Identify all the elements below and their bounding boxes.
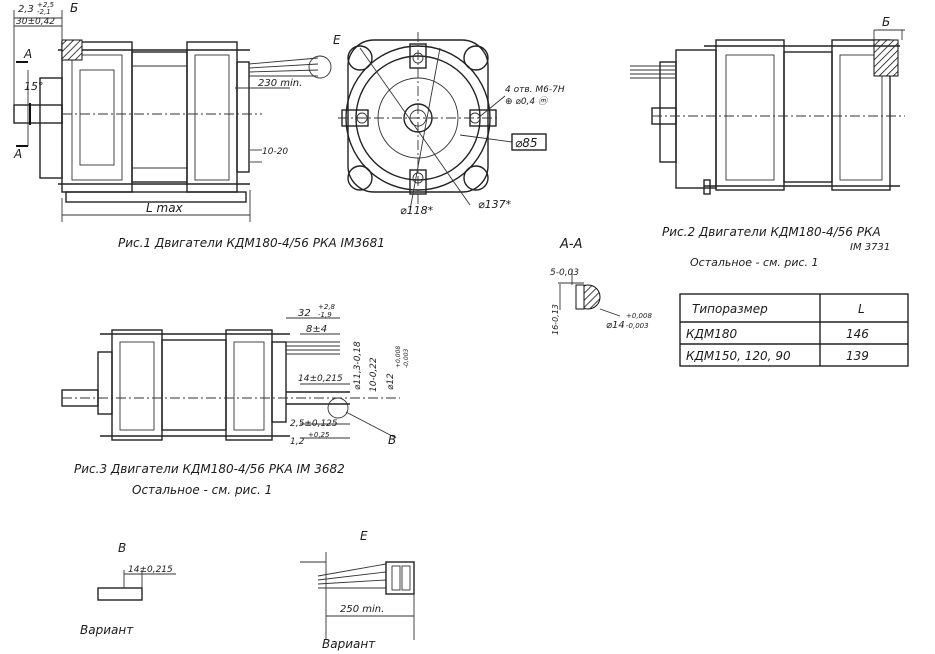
detail-v-title: В (118, 541, 126, 555)
fig1-caption: Рис.1 Двигатели КДМ180-4/56 РКА IM3681 (118, 236, 385, 250)
fig1-holes-label: 4 отв. М6-7Н (505, 85, 565, 95)
fig3-dia-113: ⌀11,3-0,18 (353, 341, 363, 390)
fig1-section-mark-a-bottom: А (13, 147, 22, 161)
fig2-caption-line2: IM 3731 (850, 242, 890, 253)
detail-v-dim: 14±0,215 (128, 565, 173, 575)
fig2-caption-line1: Рис.2 Двигатели КДМ180-4/56 РКА (662, 225, 881, 239)
fig3-dim-32: 32 (298, 308, 311, 319)
fig1-position-tolerance: ⊕ ⌀0,4 ⓜ (505, 96, 549, 107)
detail-e-dim: 250 min. (340, 604, 384, 615)
fig3-dim-12-tol: +0,25 (308, 431, 330, 439)
fig1-dim-10-20: 10-20 (262, 147, 288, 157)
fig1-overall-length: L max (146, 201, 184, 215)
section-aa-dia-14: ⌀14 (606, 320, 625, 331)
fig1-motor-side-view (13, 10, 332, 222)
section-aa-dia-14-tol-lower: -0,003 (626, 322, 649, 330)
fig1-dia-85-frame (511, 133, 547, 151)
fig3-dim-32-tol-lower: -1,9 (318, 311, 332, 319)
fig3-dim-10: 10-0,22 (369, 357, 379, 392)
detail-v-drawing (97, 570, 176, 601)
section-aa-drawing (558, 270, 621, 317)
fig1-dia-137: ⌀137* (478, 198, 512, 211)
size-table-header-l: L (858, 302, 865, 316)
fig3-dim-12: 1,2 (290, 437, 305, 447)
section-aa-title: А-А (559, 237, 582, 252)
fig1-view-b-label: Б (70, 1, 78, 15)
fig1-dim-23: 2,3 (18, 4, 34, 15)
fig3-view-v-label: В (388, 433, 396, 447)
detail-e-label: Вариант (322, 637, 376, 651)
fig3-dim-25: 2,5±0,125 (290, 419, 338, 429)
fig1-dia-85: ⌀85 (515, 136, 538, 150)
size-table-row1-type: КДМ180 (686, 327, 738, 341)
fig1-dim-30: 30±0,42 (16, 17, 55, 27)
fig2-view-b-label: Б (882, 15, 890, 29)
fig3-caption-line1: Рис.3 Двигатели КДМ180-4/56 РКА IM 3682 (74, 462, 345, 476)
fig1-angle-label: 15° (24, 80, 44, 93)
fig3-caption-line2: Остальное - см. рис. 1 (132, 483, 272, 497)
fig3-dim-8: 8±4 (306, 324, 327, 335)
fig1-lead-length: 230 min. (258, 78, 302, 89)
section-aa-dia-14-tol-upper: +0,008 (626, 312, 652, 320)
fig3-dim-14: 14±0,215 (298, 374, 343, 384)
fig3-motor-side-view (61, 317, 400, 441)
size-table-row1-l: 146 (846, 327, 869, 341)
fig1-dim-23-tol-upper: +2,5 (37, 1, 55, 9)
size-table-frame (679, 293, 909, 367)
fig1-dia-118: ⌀118* (400, 204, 434, 217)
fig3-dia-12-tol-lower: -0,003 (403, 348, 410, 368)
fig1-motor-end-view (338, 32, 513, 211)
fig3-dim-32-tol-upper: +2,8 (318, 303, 336, 311)
section-aa-dim-5: 5-0,03 (550, 268, 579, 278)
size-table-header-type: Типоразмер (692, 302, 768, 316)
size-table-row2-l: 139 (846, 349, 869, 363)
fig3-dia-12: ⌀12 (386, 373, 396, 390)
detail-e-drawing (300, 552, 415, 640)
detail-v-label: Вариант (80, 623, 134, 637)
size-table-row2-type: КДМ150, 120, 90 (686, 349, 791, 363)
section-aa-dim-16: 16-0,13 (551, 304, 560, 335)
fig1-section-mark-a-top: А (23, 47, 32, 61)
fig1-dim-23-tol-lower: -2,1 (37, 8, 51, 16)
fig2-caption-line3: Остальное - см. рис. 1 (690, 256, 819, 269)
detail-e-title: Е (360, 529, 368, 543)
fig1-view-e-label: Е (333, 33, 341, 47)
fig2-motor-side-view (630, 29, 905, 195)
fig3-dia-12-tol-upper: +0,008 (395, 346, 402, 368)
